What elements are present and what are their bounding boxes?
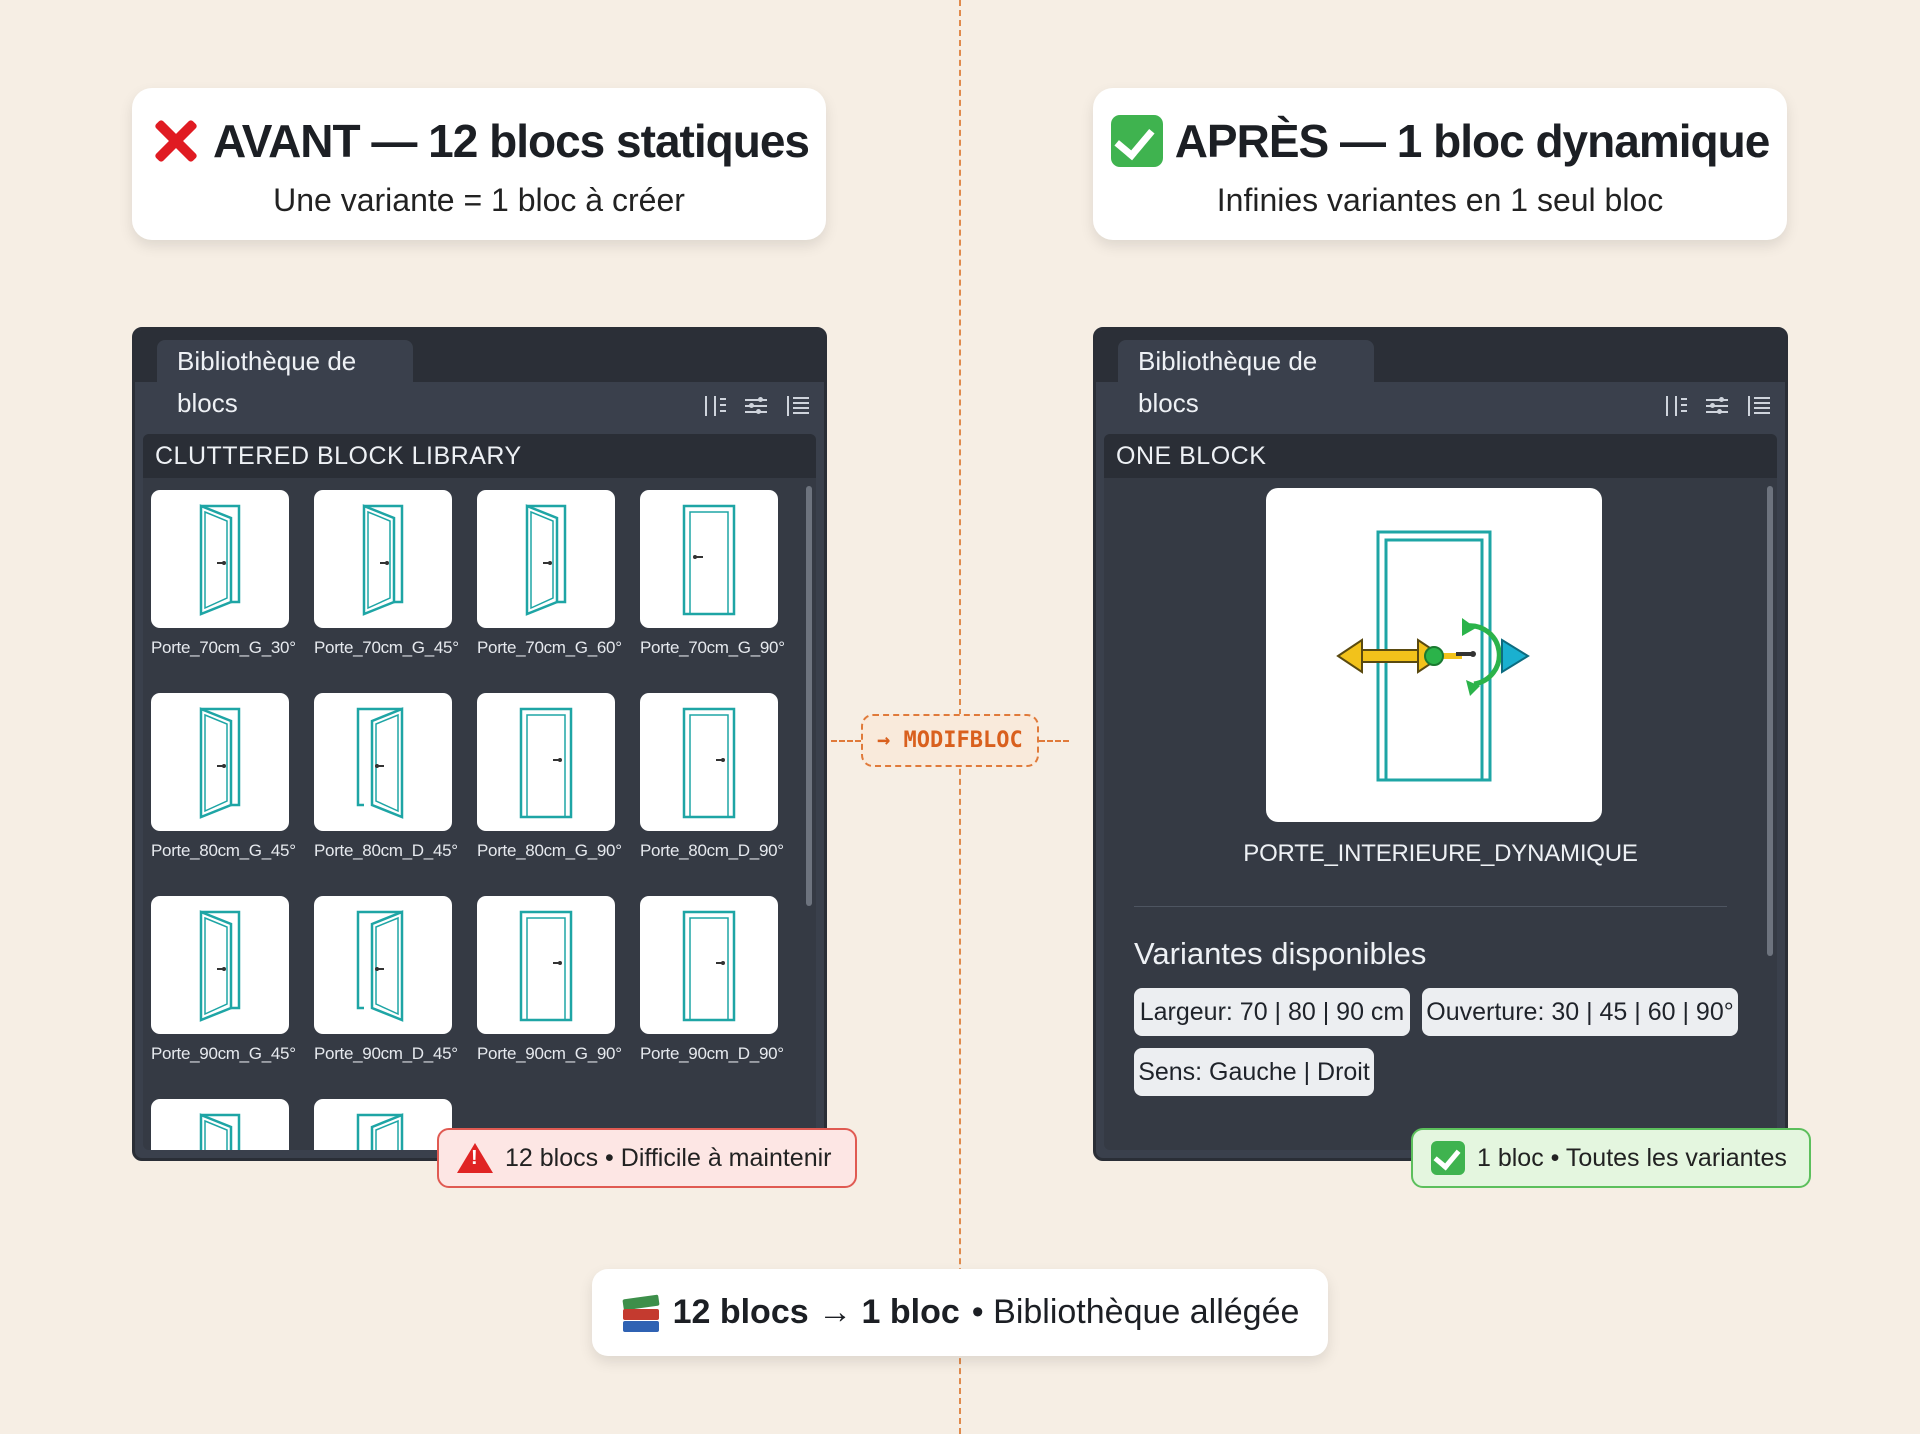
block-label: Porte_90cm_D_90° bbox=[640, 1044, 784, 1063]
dynamic-door-icon bbox=[1336, 530, 1530, 782]
modifbloc-connector: → MODIFBLOC bbox=[831, 714, 1069, 767]
success-text: 1 bloc • Toutes les variantes bbox=[1477, 1143, 1787, 1172]
summary-footer: 12 blocs → 1 bloc • Bibliothèque allégée bbox=[592, 1269, 1328, 1356]
tab-block-library[interactable]: Bibliothèque de blocs bbox=[157, 340, 413, 418]
avant-subtitle: Une variante = 1 bloc à créer bbox=[273, 182, 685, 218]
footer-strong-text: 12 blocs → 1 bloc bbox=[672, 1293, 960, 1331]
block-tile[interactable]: Porte_70cm_G_60° bbox=[477, 490, 622, 658]
door-block-icon bbox=[314, 693, 452, 831]
dynamic-block-name: PORTE_INTERIEURE_DYNAMIQUE bbox=[1243, 840, 1638, 867]
block-label: Porte_80cm_G_45° bbox=[151, 841, 296, 860]
modifbloc-chip: → MODIFBLOC bbox=[861, 714, 1039, 767]
right-block-library-panel: Bibliothèque de blocs ONE BLOCK bbox=[1093, 327, 1788, 1161]
filter-icon[interactable] bbox=[1705, 394, 1729, 418]
sort-icon[interactable] bbox=[1663, 394, 1687, 418]
avant-title: AVANT — 12 blocs statiques bbox=[132, 114, 826, 168]
door-block-icon bbox=[314, 490, 452, 628]
block-tile[interactable]: Porte_70cm_G_90° bbox=[640, 490, 785, 658]
block-label: Porte_90cm_D_45° bbox=[314, 1044, 458, 1063]
block-tile[interactable]: Porte_80cm_G_90° bbox=[477, 693, 622, 861]
check-icon bbox=[1110, 115, 1163, 167]
block-tile[interactable]: Porte_90cm_G_45° bbox=[151, 896, 296, 1064]
door-block-icon bbox=[640, 896, 778, 1034]
block-tile[interactable]: Porte_90cm_D_45° bbox=[314, 896, 458, 1064]
block-tile[interactable]: Porte_70cm_G_30° bbox=[151, 490, 296, 658]
apres-title: APRÈS — 1 bloc dynamique bbox=[1093, 114, 1787, 168]
tab-block-library[interactable]: Bibliothèque de blocs bbox=[1118, 340, 1374, 418]
avant-title-text: AVANT — 12 blocs statiques bbox=[213, 115, 810, 167]
door-block-icon bbox=[151, 490, 289, 628]
door-block-icon bbox=[314, 1099, 452, 1150]
block-tile[interactable]: Porte_80cm_D_45° bbox=[314, 693, 458, 861]
door-block-icon bbox=[640, 693, 778, 831]
list-view-icon[interactable] bbox=[786, 394, 810, 418]
apres-subtitle: Infinies variantes en 1 seul bloc bbox=[1216, 182, 1664, 218]
door-block-icon bbox=[151, 896, 289, 1034]
door-block-icon bbox=[314, 896, 452, 1034]
cross-icon bbox=[149, 115, 201, 167]
dynamic-block-thumbnail[interactable] bbox=[1266, 488, 1602, 822]
maintenance-warning-badge: 12 blocs • Difficile à maintenir bbox=[437, 1128, 857, 1188]
sort-icon[interactable] bbox=[702, 394, 726, 418]
block-label: Porte_70cm_G_60° bbox=[477, 638, 622, 657]
footer-rest-text: • Bibliothèque allégée bbox=[971, 1293, 1300, 1331]
apres-card: APRÈS — 1 bloc dynamique Infinies varian… bbox=[1093, 88, 1787, 240]
left-block-library-panel: Bibliothèque de blocs CLUTTERED BLOCK LI… bbox=[132, 327, 827, 1161]
block-tile[interactable]: Porte_90cm_G_90° bbox=[477, 896, 622, 1064]
block-tile-partial[interactable] bbox=[314, 1099, 452, 1150]
avant-card: AVANT — 12 blocs statiques Une variante … bbox=[132, 88, 826, 240]
cluttered-library-section: CLUTTERED BLOCK LIBRARY Porte_70cm_G_30°… bbox=[143, 434, 816, 1150]
apres-title-text: APRÈS — 1 bloc dynamique bbox=[1174, 115, 1771, 167]
panel-toolbar bbox=[702, 394, 810, 418]
section-header: ONE BLOCK bbox=[1104, 434, 1777, 478]
block-tile[interactable]: Porte_90cm_D_90° bbox=[640, 896, 784, 1064]
scrollbar[interactable] bbox=[1767, 486, 1773, 956]
block-label: Porte_90cm_G_45° bbox=[151, 1044, 296, 1063]
door-block-icon bbox=[151, 1099, 289, 1150]
books-icon bbox=[621, 1293, 661, 1333]
variant-chip-opening[interactable]: Ouverture: 30 | 45 | 60 | 90° bbox=[1422, 988, 1738, 1036]
filter-icon[interactable] bbox=[744, 394, 768, 418]
check-icon bbox=[1431, 1141, 1465, 1175]
separator bbox=[1134, 906, 1727, 907]
block-label: Porte_70cm_G_30° bbox=[151, 638, 296, 657]
panel-toolbar bbox=[1663, 394, 1771, 418]
scrollbar[interactable] bbox=[806, 486, 812, 906]
variant-chip-width[interactable]: Largeur: 70 | 80 | 90 cm bbox=[1134, 988, 1410, 1036]
block-tile-partial[interactable] bbox=[151, 1099, 289, 1150]
block-tile[interactable]: Porte_70cm_G_45° bbox=[314, 490, 459, 658]
warning-text: 12 blocs • Difficile à maintenir bbox=[505, 1143, 832, 1172]
dash-right bbox=[1038, 739, 1069, 742]
door-block-icon bbox=[640, 490, 778, 628]
dash-left bbox=[831, 739, 861, 742]
all-variants-badge: 1 bloc • Toutes les variantes bbox=[1411, 1128, 1811, 1188]
block-label: Porte_80cm_G_90° bbox=[477, 841, 622, 860]
variants-title: Variantes disponibles bbox=[1134, 936, 1427, 971]
variant-chip-direction[interactable]: Sens: Gauche | Droit bbox=[1134, 1048, 1374, 1096]
block-label: Porte_90cm_G_90° bbox=[477, 1044, 622, 1063]
door-block-icon bbox=[477, 896, 615, 1034]
warning-icon bbox=[457, 1143, 493, 1173]
section-header: CLUTTERED BLOCK LIBRARY bbox=[143, 434, 816, 478]
block-label: Porte_70cm_G_90° bbox=[640, 638, 785, 657]
door-block-icon bbox=[477, 693, 615, 831]
list-view-icon[interactable] bbox=[1747, 394, 1771, 418]
block-label: Porte_70cm_G_45° bbox=[314, 638, 459, 657]
block-label: Porte_80cm_D_90° bbox=[640, 841, 784, 860]
block-tile[interactable]: Porte_80cm_D_90° bbox=[640, 693, 784, 861]
door-block-icon bbox=[151, 693, 289, 831]
block-label: Porte_80cm_D_45° bbox=[314, 841, 458, 860]
one-block-section: ONE BLOCK PORTE_INTERIEURE_DYNAMIQUE Var… bbox=[1104, 434, 1777, 1150]
block-tile[interactable]: Porte_80cm_G_45° bbox=[151, 693, 296, 861]
door-block-icon bbox=[477, 490, 615, 628]
